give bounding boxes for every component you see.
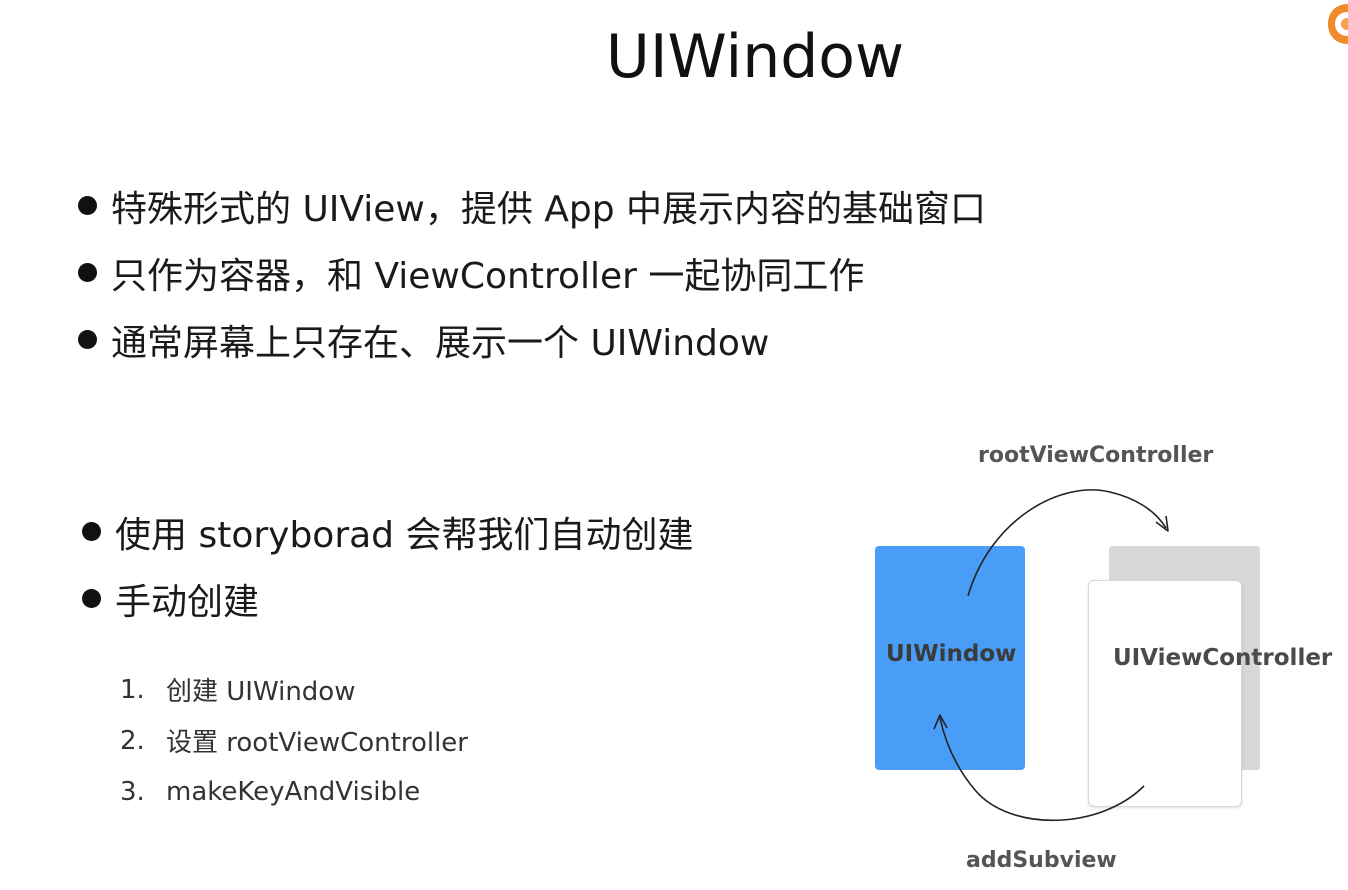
add-subview-label: addSubview [966,848,1117,873]
step-number: 3. [120,776,145,807]
steps-list: 1. 创建 UIWindow 2. 设置 rootViewController 3.… [120,664,468,817]
bullet-dot-icon [82,589,101,608]
viewcontroller-label: UIViewController [1113,645,1333,671]
step-text: 设置 rootViewController [166,728,468,758]
root-view-controller-label: rootViewController [978,443,1214,468]
bullet-list-bottom: 使用 storyborad 会帮我们自动创建 手动创建 [82,498,693,632]
bullet-list-top: 特殊形式的 UIView，提供 App 中展示内容的基础窗口 只作为容器，和 V… [78,172,986,373]
bullet-dot-icon [82,522,101,541]
bullet-text: 只作为容器，和 ViewController 一起协同工作 [111,255,865,297]
bullet-text: 通常屏幕上只存在、展示一个 UIWindow [111,322,770,364]
bullet-text: 使用 storyborad 会帮我们自动创建 [115,514,694,556]
bullet-item: 使用 storyborad 会帮我们自动创建 [82,498,693,565]
viewcontroller-card [1088,580,1242,807]
bullet-dot-icon [78,263,97,282]
bullet-item: 特殊形式的 UIView，提供 App 中展示内容的基础窗口 [78,172,986,239]
bullet-text: 特殊形式的 UIView，提供 App 中展示内容的基础窗口 [111,188,987,230]
step-item: 1. 创建 UIWindow [120,664,468,715]
uiwindow-label: UIWindow [886,641,1017,667]
orange-logo-icon [1328,4,1348,44]
bullet-dot-icon [78,196,97,215]
step-item: 2. 设置 rootViewController [120,715,468,766]
step-number: 1. [120,674,145,705]
step-text: makeKeyAndVisible [166,776,421,807]
step-text: 创建 UIWindow [166,677,356,707]
bullet-item: 手动创建 [82,565,693,632]
bullet-item: 只作为容器，和 ViewController 一起协同工作 [78,239,986,306]
bullet-text: 手动创建 [115,581,260,623]
bullet-dot-icon [78,330,97,349]
step-item: 3. makeKeyAndVisible [120,766,468,817]
bullet-item: 通常屏幕上只存在、展示一个 UIWindow [78,306,986,373]
slide-title: UIWindow [605,22,905,92]
step-number: 2. [120,725,145,756]
